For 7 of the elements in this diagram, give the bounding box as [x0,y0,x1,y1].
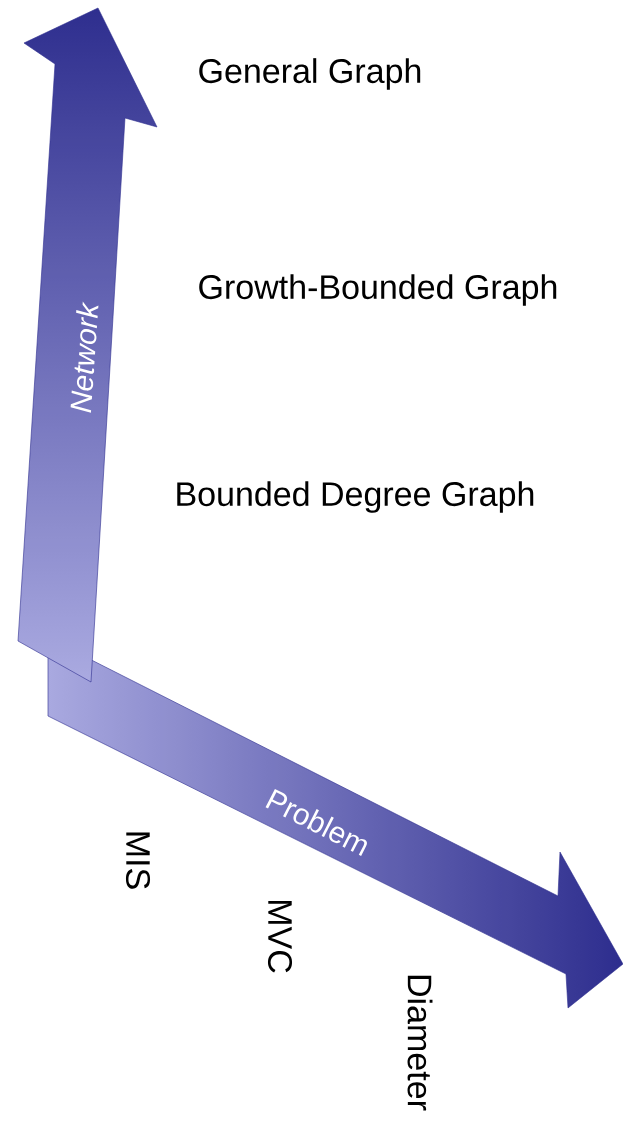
axis-value-label: Diameter [407,975,433,1111]
axis-value-label: Growth-Bounded Graph [199,274,557,306]
axis-value-label: MVC [267,901,293,973]
axis-title: Network [70,301,99,413]
axis-value-label: General Graph [199,58,421,90]
axis-value-label: Bounded Degree Graph [177,481,534,513]
axis-value-label: MIS [125,832,151,889]
